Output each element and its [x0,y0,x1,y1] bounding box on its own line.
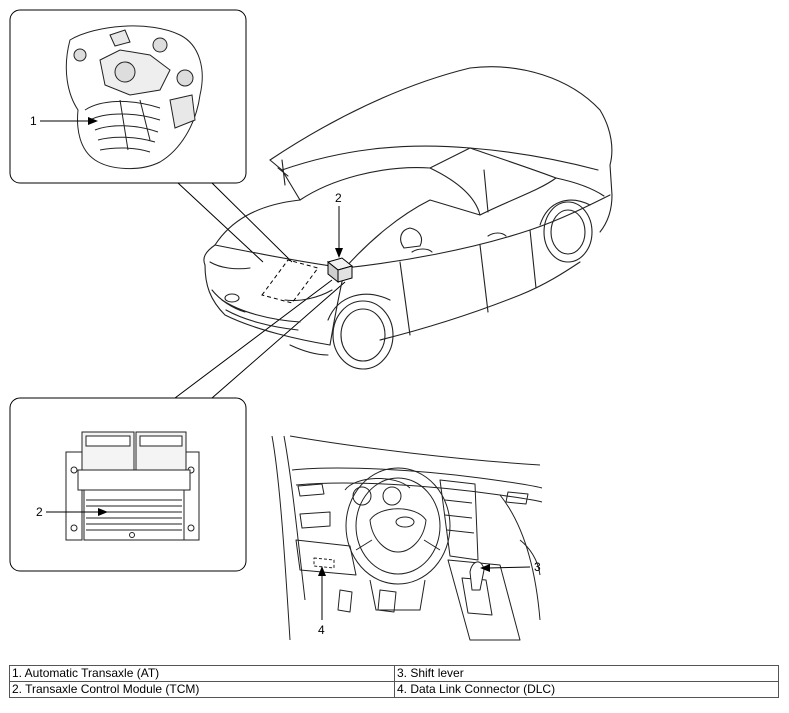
callout-arrow-shift-lever [480,564,531,572]
legend-item-shift-lever: 3. Shift lever [394,665,779,682]
callout-transaxle: 1 [30,114,37,128]
legend-item-tcm: 2. Transaxle Control Module (TCM) [9,681,395,698]
callout-shift-lever: 3 [534,560,541,574]
callout-arrow-tcm-detail [46,508,108,516]
legend-item-transaxle: 1. Automatic Transaxle (AT) [9,665,395,682]
tcm-on-car [326,257,354,284]
callout-dlc: 4 [318,623,325,637]
legend-table: 1. Automatic Transaxle (AT) 3. Shift lev… [9,665,779,698]
callout-arrow-dlc [318,566,326,620]
callout-tcm-detail: 2 [36,505,43,519]
callout-tcm-on-car: 2 [335,191,342,205]
legend-row: 2. Transaxle Control Module (TCM) 4. Dat… [9,681,779,698]
callout-arrow-transaxle [40,117,98,125]
transaxle-illustration [65,25,203,170]
legend-item-dlc: 4. Data Link Connector (DLC) [394,681,779,698]
legend-row: 1. Automatic Transaxle (AT) 3. Shift lev… [9,665,779,682]
interior-illustration [271,435,543,641]
transaxle-location-outline [261,259,319,304]
component-location-diagram: 2 1 [9,9,613,641]
callout-arrow-tcm-on-car [335,206,343,258]
vehicle-illustration [203,66,613,370]
tcm-illustration [65,431,200,541]
zoom-leader-lines [174,182,346,399]
